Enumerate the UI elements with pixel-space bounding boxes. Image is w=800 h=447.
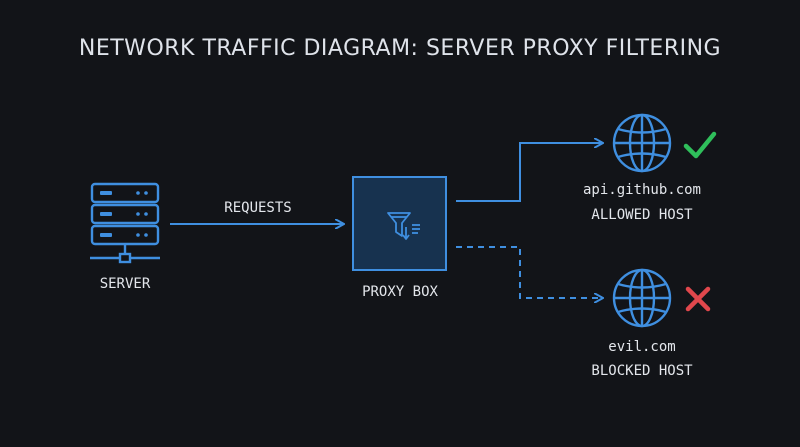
proxy-label: PROXY BOX: [362, 284, 438, 300]
blocked-path-arrow: [456, 246, 602, 298]
allowed-host-name: api.github.com: [582, 182, 701, 198]
globe-icon: [612, 268, 672, 328]
blocked-host-status: BLOCKED HOST: [591, 363, 693, 379]
allowed-path-arrow: [456, 143, 602, 202]
server-label: SERVER: [99, 276, 151, 292]
requests-label: REQUESTS: [224, 200, 292, 216]
blocked-host-name: evil.com: [608, 339, 676, 355]
allowed-host-status: ALLOWED HOST: [591, 207, 693, 223]
diagram-title: NETWORK TRAFFIC DIAGRAM: SERVER PROXY FI…: [78, 36, 722, 61]
filter-funnel-icon: [387, 212, 420, 240]
proxy-box: [352, 176, 447, 271]
x-mark-icon: [685, 286, 711, 312]
server-icon: [90, 182, 160, 264]
globe-icon: [612, 113, 672, 173]
checkmark-icon: [683, 131, 717, 159]
